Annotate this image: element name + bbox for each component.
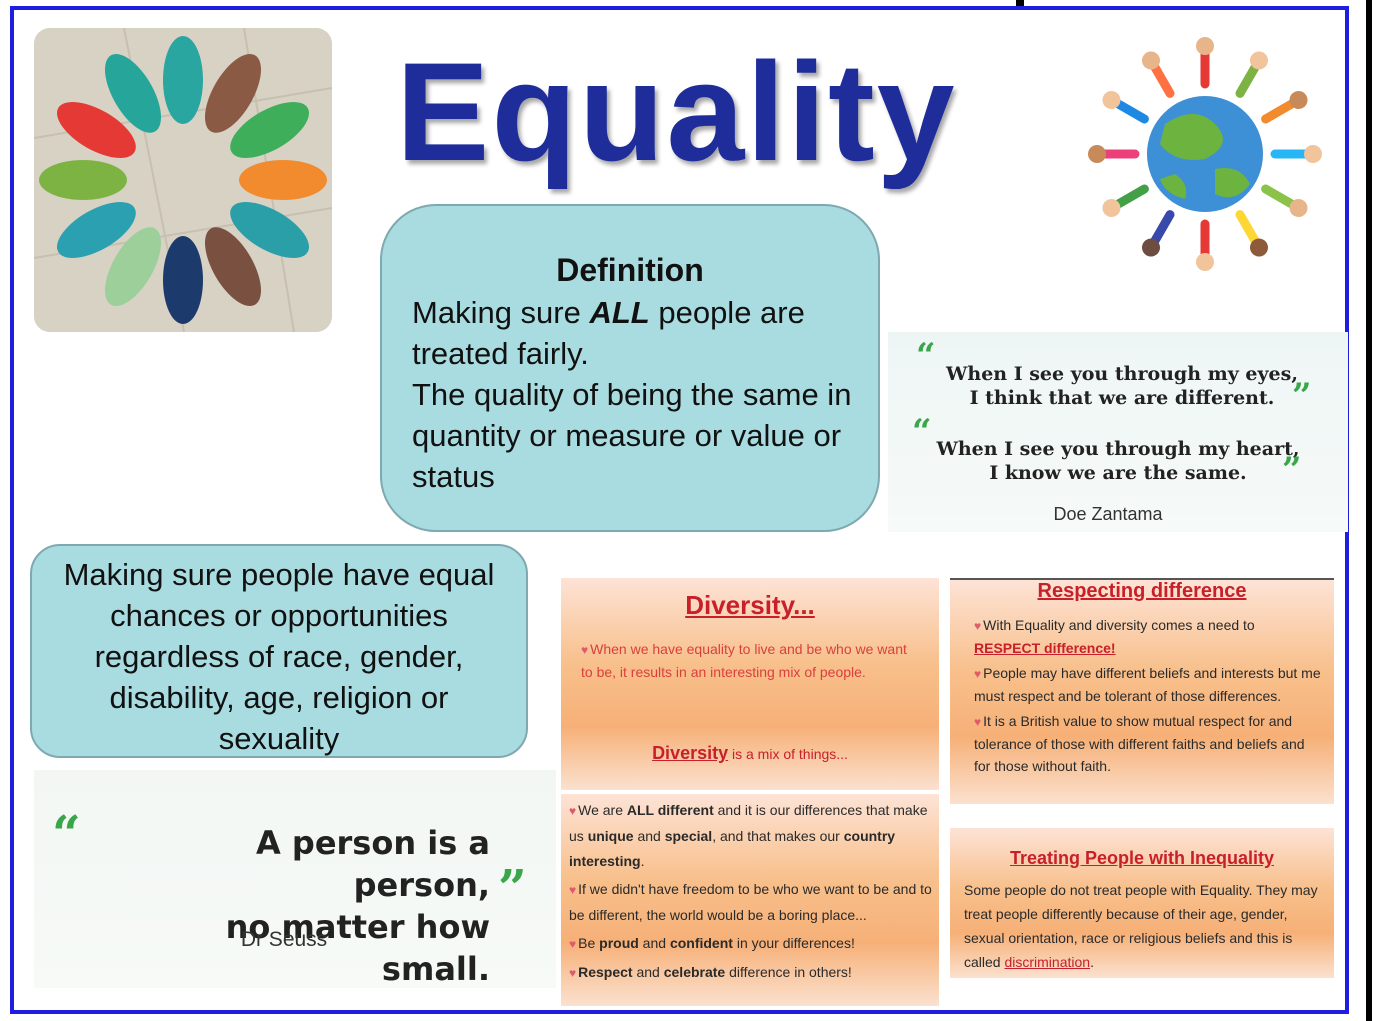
d4-d: difference in others! <box>725 964 852 980</box>
opportunities-box: Making sure people have equal chances or… <box>30 544 528 758</box>
diversity-subheading: Diversity <box>652 743 729 763</box>
heart-bullet-icon: ♥ <box>569 883 577 897</box>
d3-b: proud <box>599 935 639 951</box>
d4-b: and <box>632 964 664 980</box>
seuss-open-quote-mark: “ <box>52 804 81 863</box>
respecting-item-1: ♥With Equality and diversity comes a nee… <box>974 614 1324 659</box>
r3: It is a British value to show mutual res… <box>974 713 1305 774</box>
close-quote-mark-2: ” <box>1282 450 1302 490</box>
children-around-globe-image <box>1080 24 1330 284</box>
diversity-heading: Diversity... <box>685 590 815 620</box>
zantama-line-1b: I think that we are different. <box>969 387 1275 409</box>
close-quote-mark-1: ” <box>1292 376 1312 416</box>
respecting-difference-panel: Respecting difference ♥With Equality and… <box>950 578 1334 804</box>
heart-bullet-icon: ♥ <box>569 804 577 818</box>
seuss-close-quote-mark: ” <box>498 858 527 917</box>
heart-bullet-icon: ♥ <box>569 966 577 980</box>
d3-e: in your differences! <box>732 935 855 951</box>
d1-e: and <box>633 828 665 844</box>
respecting-item-2: ♥People may have different beliefs and i… <box>974 662 1324 707</box>
heart-bullet-icon: ♥ <box>569 937 577 951</box>
heart-bullet-icon: ♥ <box>581 643 589 657</box>
inequality-discrimination: discrimination <box>1004 954 1091 970</box>
inequality-heading: Treating People with Inequality <box>1009 848 1275 868</box>
definition-line1-end: people are treated fairly. <box>412 295 805 371</box>
zantama-quote-card: “ When I see you through my eyes, I thin… <box>888 332 1348 532</box>
r1-a: With Equality and diversity comes a need… <box>983 617 1255 633</box>
diversity-list-item-3: ♥Be proud and confident in your differen… <box>569 931 933 957</box>
d2: If we didn't have freedom to be who we w… <box>569 881 932 923</box>
heart-bullet-icon: ♥ <box>974 667 982 681</box>
zantama-author: Doe Zantama <box>1053 504 1163 524</box>
respecting-item-3: ♥It is a British value to show mutual re… <box>974 710 1324 777</box>
diversity-list-item-2: ♥If we didn't have freedom to be who we … <box>569 877 933 928</box>
d1-a: We are <box>578 802 627 818</box>
zantama-line-2a: When I see you through my heart, <box>936 438 1300 460</box>
inequality-text-c: . <box>1090 954 1094 970</box>
d3-a: Be <box>578 935 600 951</box>
diversity-bullet-1-text: When we have equality to live and be who… <box>581 641 907 680</box>
zantama-line-2b: I know we are the same. <box>989 462 1247 484</box>
d4-a: Respect <box>578 964 633 980</box>
d1-b: ALL different <box>626 802 714 818</box>
inequality-panel: Treating People with Inequality Some peo… <box>950 828 1334 978</box>
zantama-line-1a: When I see you through my eyes, <box>946 363 1298 385</box>
definition-all-emphasis: ALL <box>589 295 650 330</box>
diversity-bullet-1: ♥When we have equality to live and be wh… <box>581 638 921 683</box>
diversity-panel: Diversity... ♥When we have equality to l… <box>561 578 939 790</box>
seuss-quote-card: “ A person is a person, no matter how sm… <box>34 770 556 988</box>
seuss-quote-text: A person is a person, no matter how smal… <box>110 822 490 990</box>
definition-line2: The quality of being the same in quantit… <box>412 377 852 494</box>
inequality-text-a: Some people do not treat people with Equ… <box>964 882 1318 970</box>
seuss-author: Dr Seuss <box>240 928 328 951</box>
definition-line1-start: Making sure <box>412 295 590 330</box>
r2: People may have different beliefs and in… <box>974 665 1321 704</box>
d3-c: and <box>638 935 670 951</box>
d1-f: special <box>664 828 713 844</box>
seuss-line-2: no matter how small. <box>225 908 490 988</box>
respecting-heading: Respecting difference <box>1037 580 1247 602</box>
d3-d: confident <box>669 935 733 951</box>
r1-b: RESPECT difference! <box>974 640 1116 656</box>
diversity-list: ♥We are ALL different and it is our diff… <box>569 798 933 989</box>
diversity-list-panel: ♥We are ALL different and it is our diff… <box>561 794 939 1006</box>
d1-i: . <box>640 853 645 869</box>
d1-c: and it is our differences that make us <box>569 802 928 844</box>
page-title: Equality <box>396 33 957 190</box>
seuss-line-1: A person is a person, <box>256 824 490 904</box>
flip-flops-circle-image <box>34 28 332 332</box>
d4-c: celebrate <box>663 964 726 980</box>
heart-bullet-icon: ♥ <box>974 619 982 633</box>
definition-heading: Definition <box>556 252 704 288</box>
d1-g: , and that makes our <box>712 828 844 844</box>
heart-bullet-icon: ♥ <box>974 715 982 729</box>
top-edge-mark <box>1016 0 1024 7</box>
right-edge-bar <box>1366 0 1372 1021</box>
flip-flops-photo <box>34 28 332 332</box>
respecting-list: ♥With Equality and diversity comes a nee… <box>974 614 1324 780</box>
diversity-subtext: is a mix of things... <box>728 746 848 762</box>
d1-h: country interesting <box>569 828 896 869</box>
definition-text: Making sure ALL people are treated fairl… <box>412 292 862 497</box>
diversity-list-item-4: ♥Respect and celebrate difference in oth… <box>569 960 933 986</box>
definition-box: Definition Making sure ALL people are tr… <box>380 204 880 532</box>
open-quote-mark-2: “ <box>912 412 932 452</box>
inequality-text: Some people do not treat people with Equ… <box>964 878 1320 974</box>
d1-d: unique <box>587 828 634 844</box>
open-quote-mark-1: “ <box>916 336 936 376</box>
diversity-subline: Diversity is a mix of things... <box>561 742 939 765</box>
opportunities-text: Making sure people have equal chances or… <box>63 557 495 756</box>
diversity-list-item-1: ♥We are ALL different and it is our diff… <box>569 798 933 874</box>
